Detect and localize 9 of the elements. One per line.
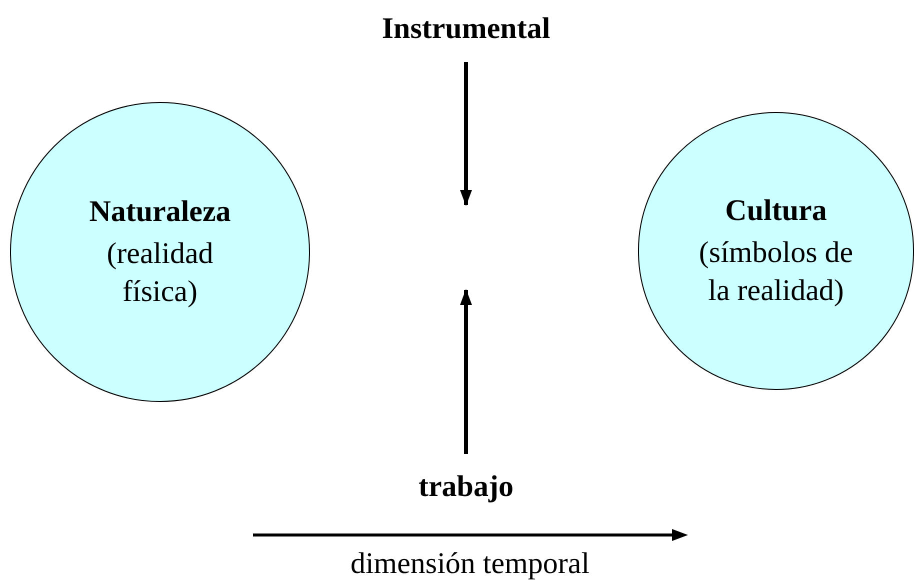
arrow (460, 62, 472, 206)
node-title: Instrumental (382, 11, 550, 47)
node-title: Naturaleza (89, 194, 231, 230)
axis-label: dimensión temporal (349, 546, 591, 582)
node-subtitle: (símbolos de la realidad) (698, 235, 854, 309)
node-title: trabajo (418, 469, 514, 505)
arrow (460, 289, 472, 454)
node-subtitle: (realidad física) (106, 236, 214, 310)
node-title: Cultura (725, 193, 827, 229)
